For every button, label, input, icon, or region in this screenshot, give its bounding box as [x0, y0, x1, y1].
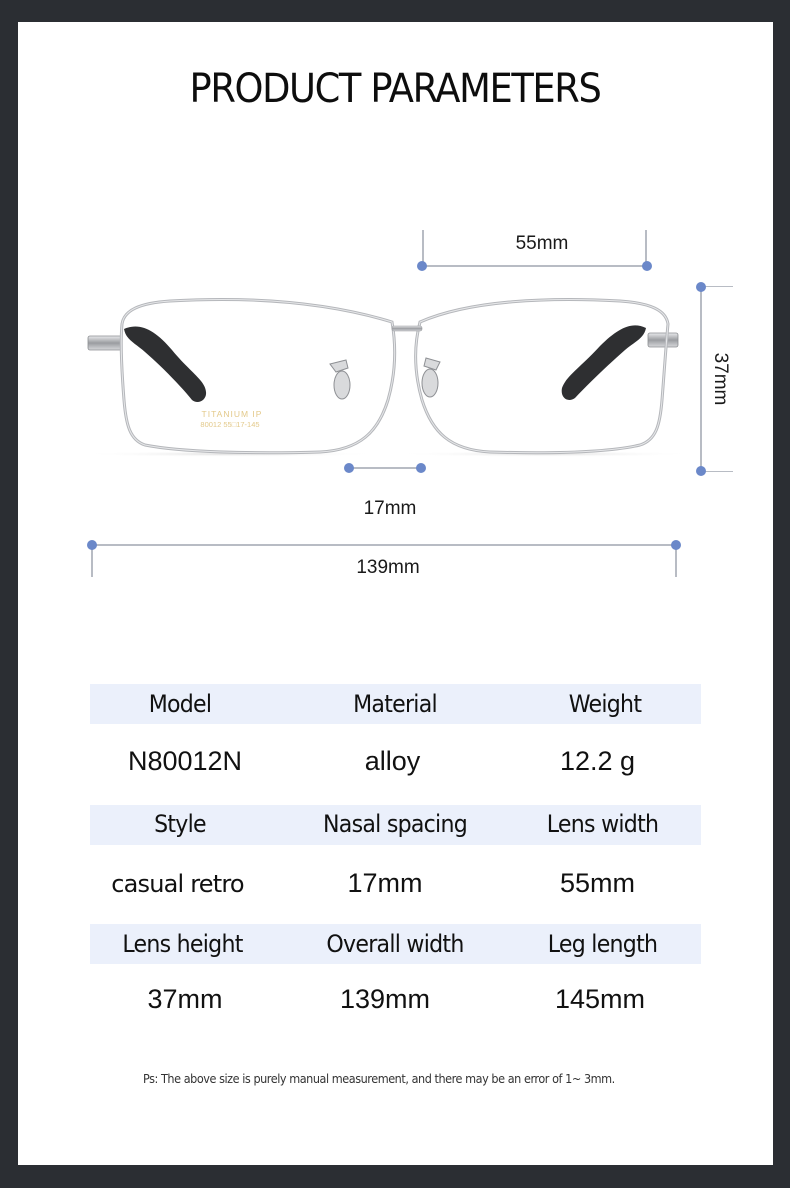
lens-height-label: 37mm	[710, 352, 731, 406]
table-value-cell: alloy	[364, 746, 421, 776]
table-value-cell: 12.2 g	[559, 746, 636, 776]
table-value-cell: 145mm	[554, 984, 646, 1014]
table-header-cell: Style	[154, 810, 207, 838]
lens-height-tick-top	[701, 286, 733, 287]
dimension-dot	[642, 261, 652, 271]
table-header-cell: Weight	[568, 690, 642, 718]
dimension-dot	[417, 261, 427, 271]
lens-print-size: 80012 55□17-145	[200, 420, 259, 429]
table-header-cell: Nasal spacing	[322, 810, 468, 838]
nose-pads	[329, 357, 441, 400]
table-header-band	[90, 924, 701, 964]
dimension-dot	[416, 463, 426, 473]
table-header-cell: Lens width	[546, 810, 659, 838]
dimension-dot	[344, 463, 354, 473]
dimension-dot	[696, 466, 706, 476]
lens-height-tick-bottom	[701, 471, 733, 472]
table-value-cell: 37mm	[147, 984, 223, 1014]
overall-width-tick-right	[675, 545, 677, 577]
page-sheet	[18, 22, 773, 1165]
table-value-cell: casual retro	[111, 870, 244, 898]
lens-width-tick-left	[422, 230, 424, 266]
dimension-dot	[87, 540, 97, 550]
eyeglasses-illustration: TITANIUM IP 80012 55□17-145	[80, 298, 695, 457]
lens-width-tick-right	[645, 230, 647, 266]
page-title: PRODUCT PARAMETERS	[189, 66, 602, 112]
table-header-cell: Model	[148, 690, 212, 718]
dimension-dot	[671, 540, 681, 550]
bridge	[391, 325, 423, 332]
table-header-band	[90, 805, 701, 845]
table-header-cell: Overall width	[326, 930, 464, 958]
measurement-footnote: Ps: The above size is purely manual meas…	[143, 1071, 615, 1086]
left-hinge	[87, 335, 123, 351]
table-header-cell: Material	[353, 690, 438, 718]
lens-height-line	[700, 287, 702, 471]
lens-width-line	[422, 265, 647, 267]
overall-width-tick-left	[91, 545, 93, 577]
right-hinge	[647, 332, 679, 348]
bridge-width-label: 17mm	[363, 498, 417, 519]
dimension-dot	[696, 282, 706, 292]
table-header-cell: Leg length	[547, 930, 658, 958]
table-value-cell: 139mm	[339, 984, 431, 1014]
table-value-cell: N80012N	[127, 746, 243, 776]
bridge-width-line	[349, 467, 422, 469]
lens-width-label: 55mm	[515, 233, 569, 254]
overall-width-label: 139mm	[356, 557, 420, 578]
lens-print-brand: TITANIUM IP	[202, 409, 263, 419]
table-value-cell: 55mm	[559, 868, 635, 898]
table-value-cell: 17mm	[347, 868, 423, 898]
table-header-cell: Lens height	[122, 930, 243, 958]
table-header-band	[90, 684, 701, 724]
overall-width-line	[92, 544, 676, 546]
